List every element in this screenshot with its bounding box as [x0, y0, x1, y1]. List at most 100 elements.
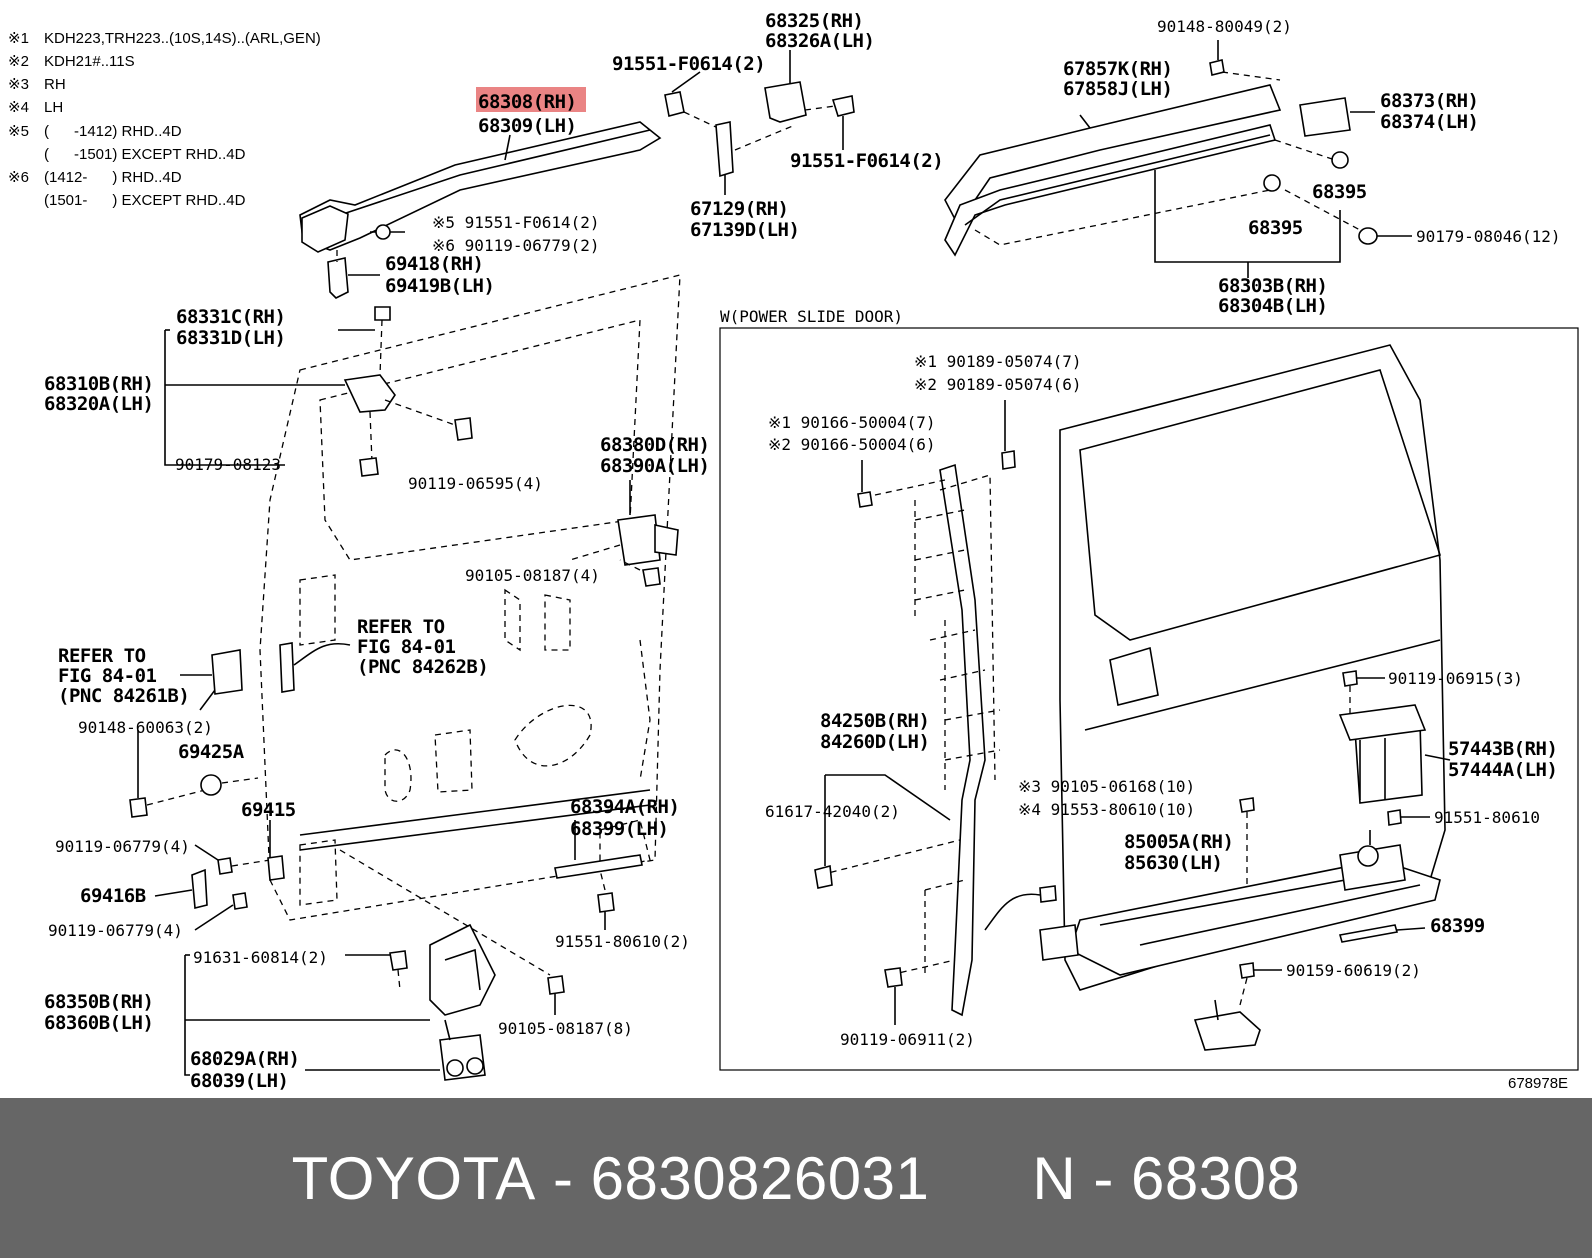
legend-mark-3: ※3: [8, 76, 29, 93]
legend-mark-2: ※2: [8, 53, 29, 70]
footer-caption: TOYOTA - 6830826031 N - 68308: [0, 1098, 1592, 1258]
label-90159-60619[interactable]: 90159-60619(2): [1286, 961, 1421, 980]
label-69419b[interactable]: 69419B(LH): [385, 275, 495, 297]
legend-mark-5: ※5: [8, 123, 29, 140]
power-slide-door-box: [719, 327, 1579, 1071]
label-68308[interactable]: 68308(RH): [478, 91, 577, 113]
figure-number: 678978E: [1508, 1075, 1568, 1092]
label-67129[interactable]: 67129(RH): [690, 198, 789, 220]
footer-ref: N - 68308: [1032, 1144, 1301, 1212]
label-67858j[interactable]: 67858J(LH): [1063, 78, 1173, 100]
label-69416b[interactable]: 69416B: [80, 885, 146, 907]
label-refer-84261b-line3[interactable]: (PNC 84261B): [58, 685, 190, 707]
label-68304b[interactable]: 68304B(LH): [1218, 295, 1328, 317]
label-91551-80610-a[interactable]: 91551-80610(2): [555, 932, 690, 951]
label-68320a[interactable]: 68320A(LH): [44, 393, 154, 415]
power-slide-door-drawing: [814, 344, 1451, 1051]
label-90119-06779-c[interactable]: 90119-06779(4): [48, 921, 183, 940]
label-90189-05074-a[interactable]: ※1 90189-05074(7): [914, 352, 1082, 371]
label-90179-08046[interactable]: 90179-08046(12): [1416, 227, 1561, 246]
label-refer-84262b-line2[interactable]: FIG 84-01: [357, 636, 456, 658]
label-68326a[interactable]: 68326A(LH): [765, 30, 875, 52]
footer-part-number: 6830826031: [590, 1144, 930, 1212]
legend-text-7: (1412- ) RHD..4D: [44, 169, 182, 186]
label-68399-w[interactable]: 68399: [1430, 915, 1485, 937]
label-refer-84261b-line1[interactable]: REFER TO: [58, 645, 146, 667]
label-refer-84261b-line2[interactable]: FIG 84-01: [58, 665, 157, 687]
legend-text-4: LH: [44, 99, 63, 116]
label-91551-f0614-c[interactable]: ※5 91551-F0614(2): [432, 213, 600, 232]
label-68350b[interactable]: 68350B(RH): [44, 991, 154, 1013]
label-91551-f0614-b[interactable]: 91551-F0614(2): [790, 150, 944, 172]
label-90179-08123[interactable]: 90179-08123: [175, 455, 281, 474]
roof-rail-drawing: [944, 40, 1412, 278]
label-90148-60063[interactable]: 90148-60063(2): [78, 718, 213, 737]
legend-text-8: (1501- ) EXCEPT RHD..4D: [44, 192, 246, 209]
label-90119-06915[interactable]: 90119-06915(3): [1388, 669, 1523, 688]
label-61617-42040[interactable]: 61617-42040(2): [765, 802, 900, 821]
label-68331d[interactable]: 68331D(LH): [176, 327, 286, 349]
label-68331c[interactable]: 68331C(RH): [176, 306, 286, 328]
label-69415[interactable]: 69415: [241, 799, 296, 821]
footer-sep: -: [535, 1144, 591, 1212]
label-91551-f0614-a[interactable]: 91551-F0614(2): [612, 53, 766, 75]
legend-mark-4: ※4: [8, 99, 29, 116]
label-68394a[interactable]: 68394A(RH): [570, 796, 680, 818]
label-refer-84262b-line1[interactable]: REFER TO: [357, 616, 445, 638]
label-85630[interactable]: 85630(LH): [1124, 852, 1223, 874]
label-refer-84262b-line3[interactable]: (PNC 84262B): [357, 656, 489, 678]
label-91551-80610-b[interactable]: 91551-80610: [1434, 808, 1540, 827]
label-68309[interactable]: 68309(LH): [478, 115, 577, 137]
label-84250b[interactable]: 84250B(RH): [820, 710, 930, 732]
label-power-slide-door[interactable]: W(POWER SLIDE DOOR): [720, 307, 903, 326]
label-68380d[interactable]: 68380D(RH): [600, 434, 710, 456]
legend-text-2: KDH21#..11S: [44, 53, 135, 70]
footer-bar: TOYOTA - 6830826031 N - 68308: [0, 1098, 1592, 1258]
label-90148-80049[interactable]: 90148-80049(2): [1157, 17, 1292, 36]
label-57444a[interactable]: 57444A(LH): [1448, 759, 1558, 781]
label-90105-06168[interactable]: ※3 90105-06168(10): [1018, 777, 1195, 796]
legend-mark-1: ※1: [8, 30, 29, 47]
label-68374[interactable]: 68374(LH): [1380, 111, 1479, 133]
label-68395-a[interactable]: 68395: [1312, 181, 1367, 203]
label-90119-06779-b[interactable]: 90119-06779(4): [55, 837, 190, 856]
slide-door-drawing: [129, 274, 681, 1081]
footer-gap: [929, 1144, 1032, 1213]
label-68390a[interactable]: 68390A(LH): [600, 455, 710, 477]
label-69425a[interactable]: 69425A: [178, 741, 245, 763]
legend-text-5: ( -1412) RHD..4D: [44, 123, 182, 140]
label-68399-lh[interactable]: 68399(LH): [570, 818, 669, 840]
label-68039[interactable]: 68039(LH): [190, 1070, 289, 1092]
label-91553-80610[interactable]: ※4 91553-80610(10): [1018, 800, 1195, 819]
legend-text-6: ( -1501) EXCEPT RHD..4D: [44, 146, 246, 163]
label-68303b[interactable]: 68303B(RH): [1218, 275, 1328, 297]
label-90119-06595[interactable]: 90119-06595(4): [408, 474, 543, 493]
label-68395-b[interactable]: 68395: [1248, 217, 1303, 239]
label-57443b[interactable]: 57443B(RH): [1448, 738, 1558, 760]
label-90119-06779-a[interactable]: ※6 90119-06779(2): [432, 236, 600, 255]
legend-text-3: RH: [44, 76, 66, 93]
parts-diagram: ※1 KDH223,TRH223..(10S,14S)..(ARL,GEN) ※…: [8, 10, 1579, 1092]
label-68310b[interactable]: 68310B(RH): [44, 373, 154, 395]
highlight-box: [476, 87, 586, 112]
label-90105-08187-b[interactable]: 90105-08187(8): [498, 1019, 633, 1038]
label-91631-60814[interactable]: 91631-60814(2): [193, 948, 328, 967]
legend-text-1: KDH223,TRH223..(10S,14S)..(ARL,GEN): [44, 30, 321, 47]
label-84260d[interactable]: 84260D(LH): [820, 731, 930, 753]
footer-brand: TOYOTA: [291, 1144, 536, 1212]
label-68373[interactable]: 68373(RH): [1380, 90, 1479, 112]
label-90166-50004-a[interactable]: ※1 90166-50004(7): [768, 413, 936, 432]
label-90166-50004-b[interactable]: ※2 90166-50004(6): [768, 435, 936, 454]
label-68360b[interactable]: 68360B(LH): [44, 1012, 154, 1034]
upper-rail-drawing: [299, 50, 855, 299]
label-67139d[interactable]: 67139D(LH): [690, 219, 800, 241]
label-67857k[interactable]: 67857K(RH): [1063, 58, 1173, 80]
label-90119-06911[interactable]: 90119-06911(2): [840, 1030, 975, 1049]
label-68029a[interactable]: 68029A(RH): [190, 1048, 300, 1070]
label-68325[interactable]: 68325(RH): [765, 10, 864, 32]
label-90189-05074-b[interactable]: ※2 90189-05074(6): [914, 375, 1082, 394]
label-85005a[interactable]: 85005A(RH): [1124, 831, 1234, 853]
label-69418[interactable]: 69418(RH): [385, 253, 484, 275]
label-90105-08187-a[interactable]: 90105-08187(4): [465, 566, 600, 585]
legend-mark-7: ※6: [8, 169, 29, 186]
